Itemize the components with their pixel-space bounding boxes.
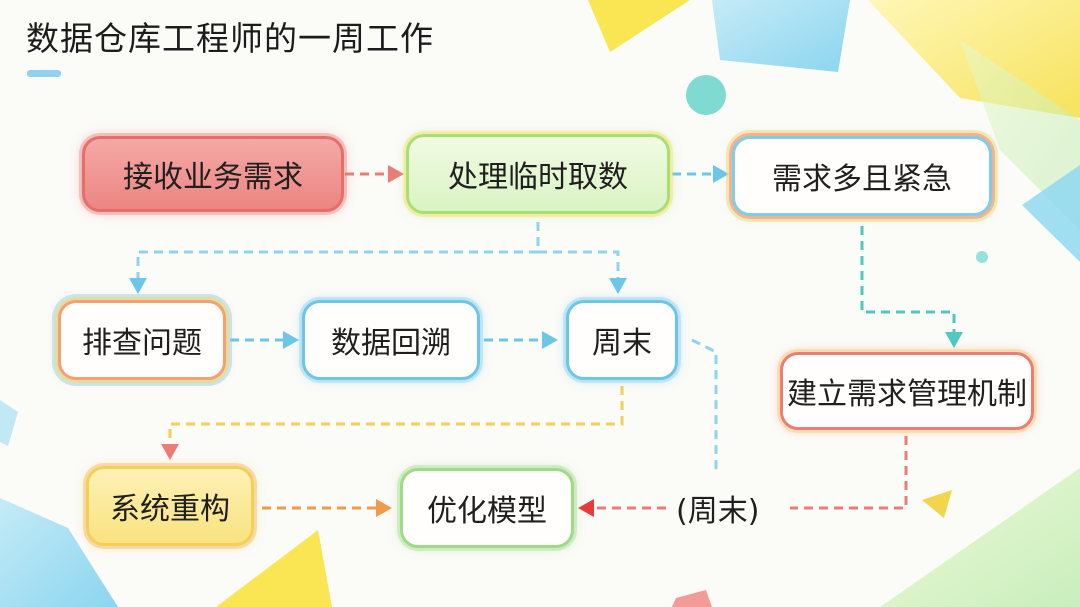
deco-blue-shard-left xyxy=(0,400,18,446)
edge-n1-n2 xyxy=(345,165,404,183)
edge-n2-n4-n6 xyxy=(129,222,627,294)
edge-n7-n9 xyxy=(578,436,908,517)
node-handle-adhoc-data-requests: 处理临时取数 xyxy=(406,134,670,214)
node-system-refactor: 系统重构 xyxy=(86,466,254,546)
deco-yellow-triangle-bottom xyxy=(216,530,332,607)
node-weekend: 周末 xyxy=(566,300,678,380)
deco-blue-block-top xyxy=(712,0,850,72)
node-build-requirements-management: 建立需求管理机制 xyxy=(780,352,1034,430)
edge-n6-n8 xyxy=(161,386,624,460)
edge-n3-n7 xyxy=(860,226,963,348)
edge-n2-n3 xyxy=(672,165,729,183)
deco-teal-dot-small xyxy=(976,251,988,263)
edge-n6-decorative-line xyxy=(691,338,718,474)
node-optimize-model: 优化模型 xyxy=(400,468,574,548)
node-data-backfill: 数据回溯 xyxy=(302,300,480,380)
node-troubleshoot-issues: 排查问题 xyxy=(58,300,226,380)
node-receive-business-requirements: 接收业务需求 xyxy=(82,136,344,212)
deco-teal-dot xyxy=(686,75,726,115)
edge-label-weekend: (周末) xyxy=(672,486,764,530)
title-underline-accent xyxy=(27,70,61,77)
edge-n5-n6 xyxy=(484,331,558,349)
page-title: 数据仓库工程师的一周工作 xyxy=(26,19,434,58)
deco-red-chip-bottom xyxy=(672,590,712,607)
edge-n4-n5 xyxy=(230,331,299,349)
deco-green-corner-bottom-right xyxy=(880,468,1080,607)
node-many-urgent-requests: 需求多且紧急 xyxy=(732,136,992,216)
deco-yellow-triangle-right xyxy=(922,490,952,518)
deco-blue-shard-right xyxy=(1022,165,1080,262)
deco-green-stripe-top-right xyxy=(960,40,1080,230)
edge-n8-n9 xyxy=(262,499,392,517)
deco-yellow-triangle-top xyxy=(588,0,690,52)
deco-blue-corner-bottom-left xyxy=(0,498,118,607)
